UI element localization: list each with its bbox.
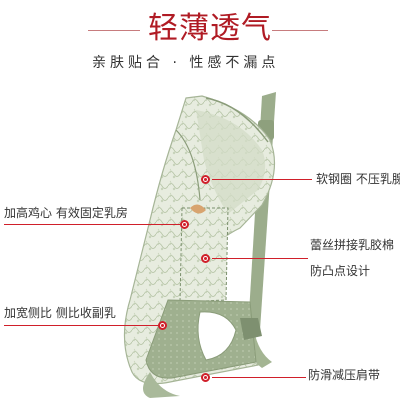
callout-marker-center-gore	[180, 220, 189, 229]
callout-leader-center-gore	[4, 224, 180, 225]
page-subtitle: 亲肤贴合 · 性感不漏点	[92, 55, 280, 71]
callout-marker-underwire	[201, 175, 210, 184]
page-title: 轻薄透气	[148, 11, 272, 46]
callout-marker-side-panel	[158, 321, 167, 330]
hook-closure	[240, 318, 262, 340]
callout-label-anti-bump: 防凸点设计	[310, 264, 371, 278]
center-bow	[190, 204, 206, 214]
callout-label-side-panel: 加宽侧比 侧比收副乳	[4, 306, 116, 320]
callout-label-underwire: 软钢圈 不压乳腺	[316, 172, 400, 186]
callout-marker-strap	[201, 373, 210, 382]
callout-label-lace-foam: 蕾丝拼接乳胶棉	[310, 238, 395, 252]
callout-leader-side-panel	[4, 325, 158, 326]
callout-leader-strap	[212, 377, 306, 378]
title-line-right	[272, 30, 328, 31]
bra-body	[123, 95, 276, 398]
callout-marker-lace-foam	[201, 254, 210, 263]
callout-label-center-gore: 加高鸡心 有效固定乳房	[4, 206, 128, 220]
title-line-left	[88, 30, 140, 31]
callout-leader-lace-foam	[212, 258, 308, 259]
callout-label-strap: 防滑减压肩带	[308, 368, 381, 382]
callout-leader-underwire	[212, 179, 312, 180]
